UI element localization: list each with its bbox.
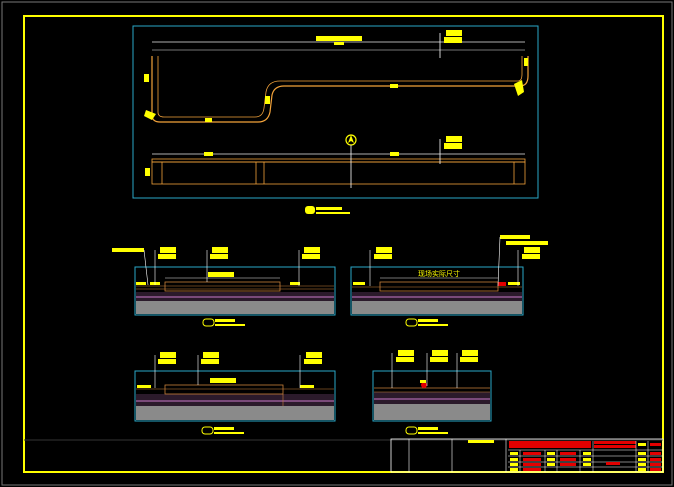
elevation-callout[interactable] (439, 136, 462, 164)
section-2-wood (379, 281, 499, 292)
section-3-base (136, 406, 334, 420)
section-4-label (405, 426, 448, 435)
section-1-viewport (134, 266, 336, 316)
section-1-label (202, 318, 245, 327)
elevation-tag-left (145, 168, 150, 176)
detail-callout-icon (212, 247, 228, 253)
plan-end-marker-left (144, 110, 156, 120)
section-marker-icon (405, 426, 418, 435)
section-1-gravel-texture (136, 296, 334, 298)
section-2-base (352, 301, 522, 314)
elevation-tag-1 (204, 152, 213, 156)
detail-callout-icon (446, 136, 462, 142)
plan-title-tag (316, 36, 362, 41)
section-detail-1[interactable] (112, 247, 336, 327)
plan-view-label (305, 206, 350, 214)
section-detail-4[interactable] (372, 350, 492, 435)
drawing-border-frame (23, 15, 664, 473)
detail-callout-icon (304, 247, 320, 253)
walkway-path-outer (151, 56, 529, 123)
section-detail-2[interactable]: 现场实际尺寸 (350, 235, 548, 327)
detail-callout-icon (160, 247, 176, 253)
north-arrow[interactable] (345, 134, 357, 188)
plan-callout[interactable] (439, 30, 462, 58)
elevation-strip-top (151, 158, 526, 163)
plan-tag-left (144, 74, 149, 82)
detail-callout-icon (376, 247, 392, 253)
plan-viewport (132, 25, 539, 199)
plan-tag-curve (265, 96, 270, 104)
section-marker-icon (201, 426, 214, 435)
section-3-wood (164, 384, 284, 395)
detail-callout-icon (462, 350, 478, 356)
detail-callout-icon (203, 352, 219, 358)
detail-callout-icon (446, 30, 462, 36)
detail-callout-icon (524, 247, 540, 253)
title-block-frame (390, 438, 664, 473)
section-1-base (136, 301, 334, 314)
section-1-wood (164, 281, 281, 292)
section-marker-icon (305, 206, 315, 214)
plan-view[interactable] (132, 25, 539, 214)
detail-callout-icon (398, 350, 414, 356)
detail-callout-icon (160, 352, 176, 358)
elevation-strip-body (151, 161, 526, 185)
plan-end-marker-right (514, 80, 524, 96)
section-marker-icon (202, 318, 215, 327)
section-annotation-text: 现场实际尺寸 (418, 269, 460, 278)
section-3-label (201, 426, 244, 435)
plan-title-tag-small (334, 42, 344, 45)
detail-callout-icon (306, 352, 322, 358)
detail-callout-icon (432, 350, 448, 356)
plan-tag-bottom (205, 118, 212, 122)
title-block-red-header (509, 441, 591, 448)
section-4-viewport (372, 370, 492, 422)
plan-tag-mid (390, 84, 398, 88)
section-detail-3[interactable] (134, 352, 336, 435)
section-marker-icon (405, 318, 418, 327)
section-3-viewport (134, 370, 336, 422)
section-2-label (405, 318, 448, 327)
title-block[interactable] (390, 438, 664, 473)
elevation-tag-2 (390, 152, 399, 156)
section-2-viewport (350, 266, 524, 316)
plan-tag-right (524, 58, 528, 66)
section-4-base (374, 404, 490, 420)
